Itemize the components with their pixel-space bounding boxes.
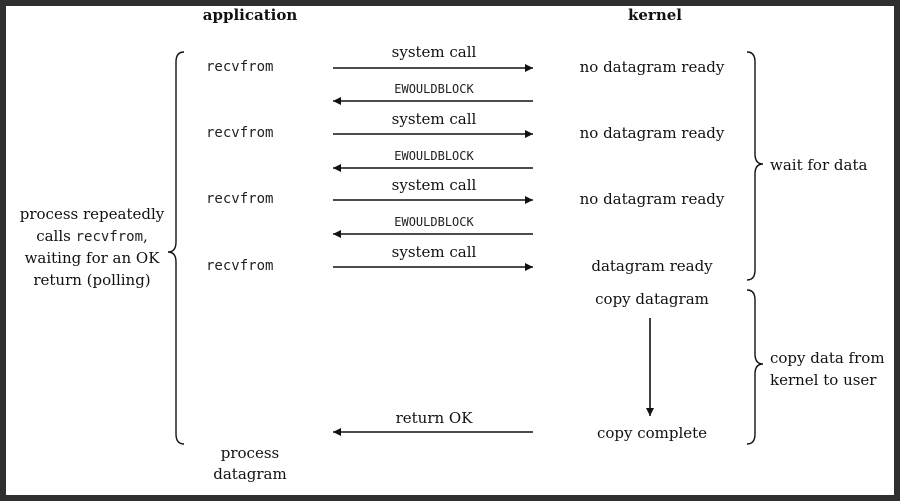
left-brace [167, 51, 185, 445]
system-call-label-4: system call [391, 243, 477, 261]
wait-for-data-note: wait for data [770, 156, 868, 174]
diagram-frame: application kernel recvfrom recvfrom rec… [6, 6, 894, 495]
diagram-graphics [167, 51, 764, 445]
left-note-line-1: process repeatedly [19, 205, 165, 223]
process-datagram-line-1: process [220, 444, 280, 462]
application-header: application [202, 6, 298, 24]
kernel-state-no-datagram-2: no datagram ready [579, 124, 725, 142]
kernel-state-no-datagram-3: no datagram ready [579, 190, 725, 208]
copy-note-line-1: copy data from [770, 349, 885, 367]
app-call-recvfrom-3: recvfrom [206, 191, 274, 207]
kernel-state-datagram-ready: datagram ready [591, 257, 713, 275]
app-call-recvfrom-1: recvfrom [206, 59, 274, 75]
left-note-line-2: calls recvfrom, [36, 227, 148, 245]
kernel-header: kernel [628, 6, 682, 24]
copy-note-line-2: kernel to user [770, 371, 877, 389]
process-datagram-line-2: datagram [213, 465, 287, 483]
ewouldblock-label-1: EWOULDBLOCK [394, 82, 474, 96]
kernel-state-copy-complete: copy complete [596, 424, 708, 442]
app-call-recvfrom-4: recvfrom [206, 258, 274, 274]
copy-brace [746, 289, 764, 445]
system-call-label-3: system call [391, 176, 477, 194]
system-call-label-2: system call [391, 110, 477, 128]
ewouldblock-label-2: EWOULDBLOCK [394, 149, 474, 163]
return-ok-label: return OK [395, 409, 473, 427]
wait-brace [746, 51, 764, 281]
system-call-label-1: system call [391, 43, 477, 61]
left-note-line-4: return (polling) [33, 271, 151, 289]
kernel-state-no-datagram-1: no datagram ready [579, 58, 725, 76]
kernel-state-copy-datagram: copy datagram [595, 290, 709, 308]
app-call-recvfrom-2: recvfrom [206, 125, 274, 141]
left-note-line-3: waiting for an OK [24, 249, 160, 267]
left-note-code: recvfrom [75, 229, 144, 245]
ewouldblock-label-3: EWOULDBLOCK [394, 215, 474, 229]
